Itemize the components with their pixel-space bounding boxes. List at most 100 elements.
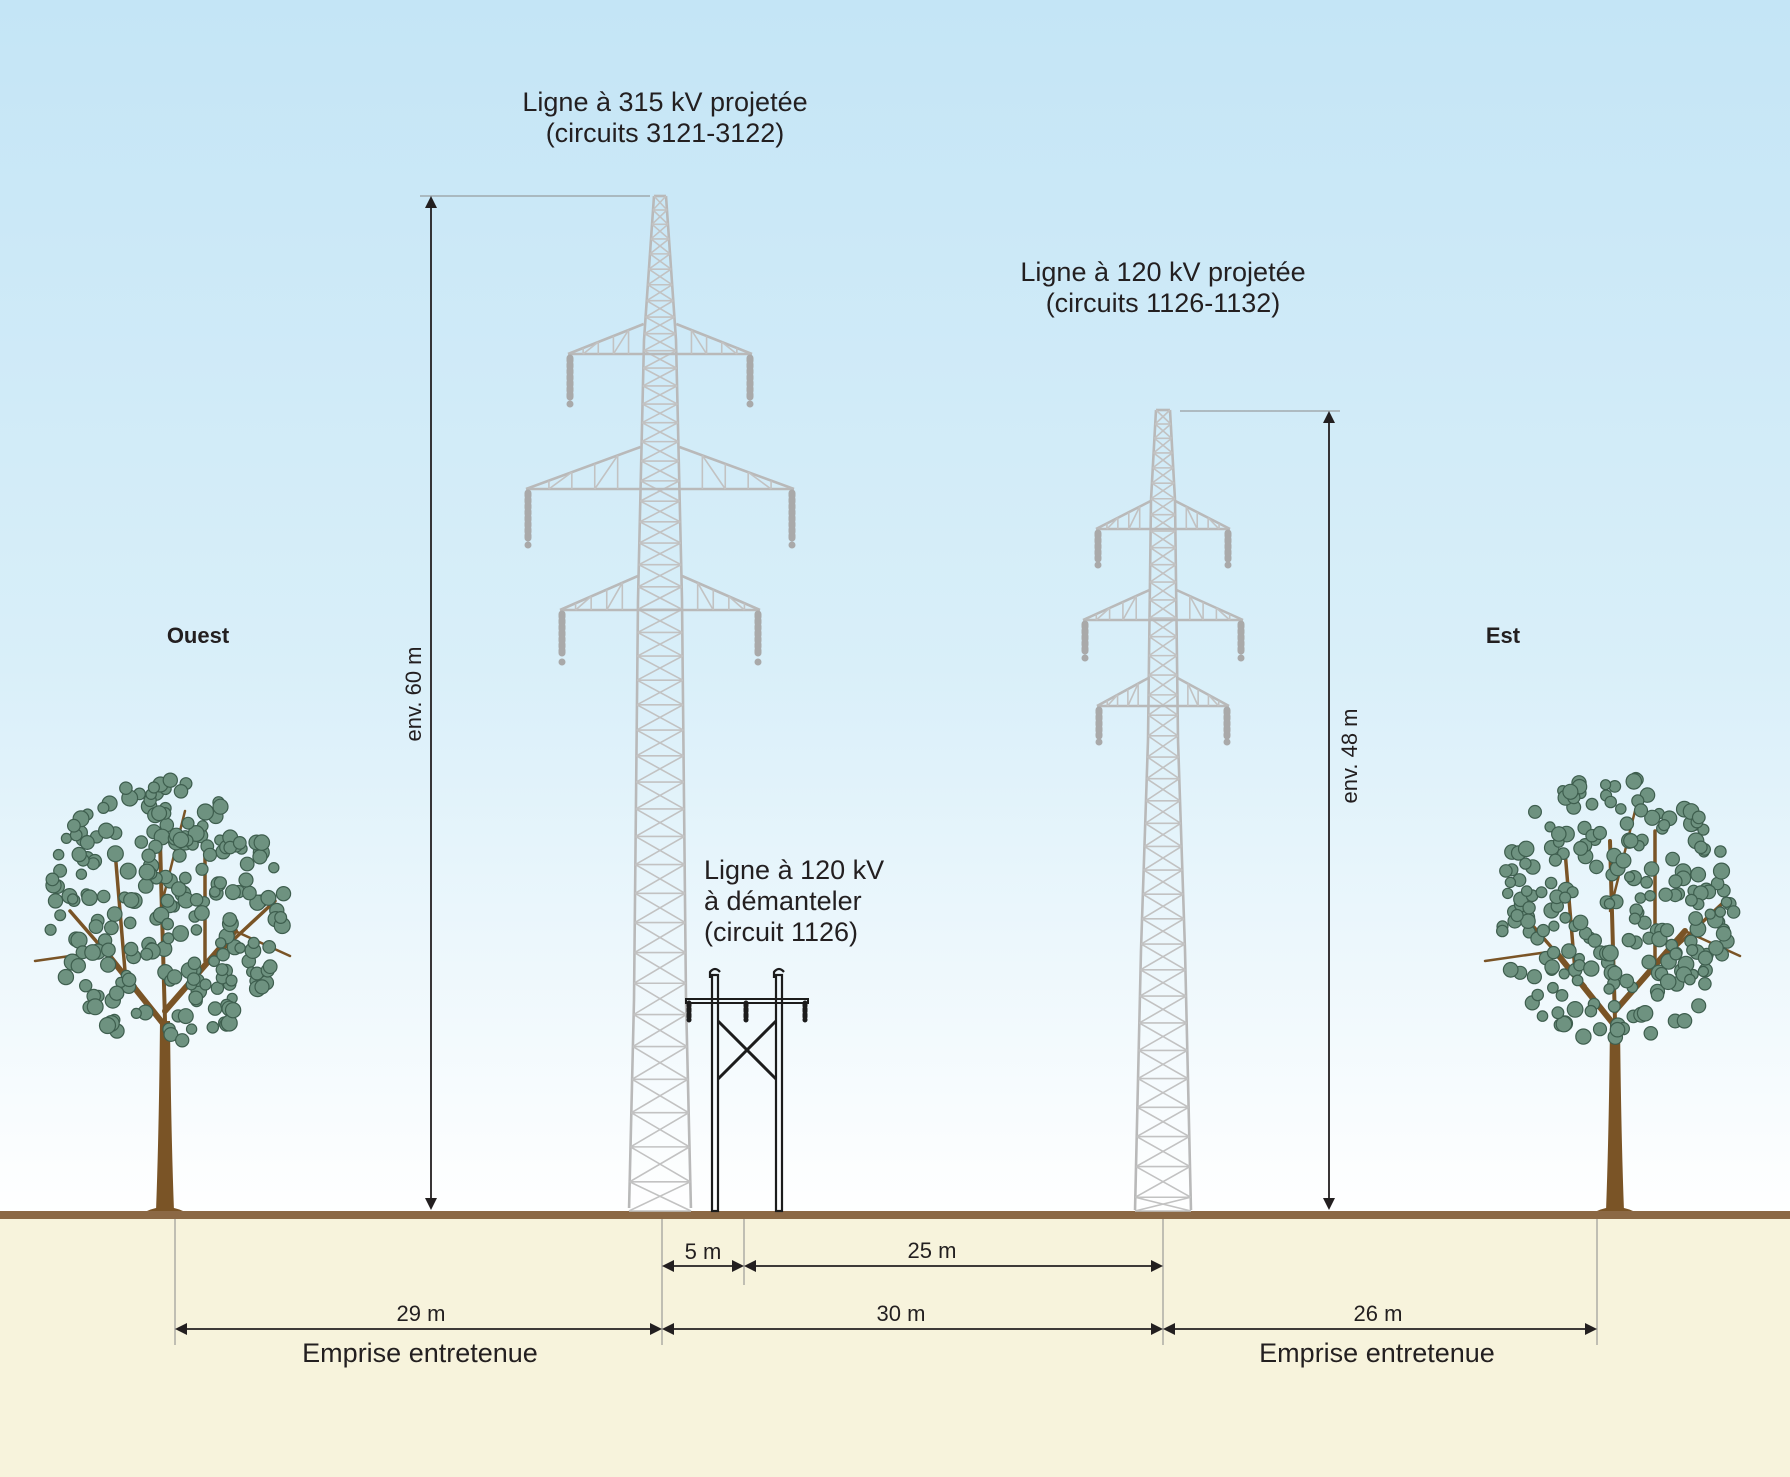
lattice-brace [1152,452,1173,469]
lattice-brace [1150,498,1176,516]
lattice-brace [635,781,685,810]
tree-leaf [53,863,68,878]
lattice-brace [1140,918,1185,945]
label-315kv-line1: Ligne à 315 kV projetée [522,87,807,117]
tree-leaf [185,1023,198,1035]
tree-leaf [1561,943,1577,959]
lattice-brace [1151,467,1174,484]
tree-leaf [1499,864,1513,878]
emprise-west-label: Emprise entretenue [302,1338,538,1368]
lattice-brace [1140,943,1186,971]
lattice-brace [638,521,681,544]
tree-leaf [1607,999,1621,1013]
insulator-clamp-icon [1223,738,1231,746]
lattice-brace [643,332,676,352]
lattice-brace [629,1146,690,1183]
lattice-brace [1154,409,1171,425]
lattice-brace [651,209,668,225]
arm-diagonal [747,471,772,490]
label-120kv-new-line2: (circuits 1126-1132) [1046,288,1281,318]
tree-leaf [193,905,210,921]
arm-diagonal [594,454,619,490]
tree-leaf [1684,893,1698,907]
lattice-brace [640,440,679,462]
tree-leaf [1551,826,1567,842]
tree-leaf [119,781,133,795]
tree-leaf [1623,833,1639,849]
lattice-brace [1143,845,1182,871]
tree-leaf [241,885,257,901]
tree-root [1597,1207,1633,1211]
tree-leaf [141,848,156,863]
cross-arm-top-right [1174,499,1231,531]
tower-120kv-old [685,967,809,1213]
tree-leaf [1551,1006,1565,1020]
distance-extension-lines [174,1219,1598,1345]
tree-leaf [1559,911,1572,924]
tree-leaf [188,990,204,1006]
lattice-brace [636,679,684,706]
tree-leaf [100,942,116,958]
lattice-brace [1148,674,1178,696]
tree-leaf [195,862,209,876]
lattice-brace [641,421,679,443]
tree-leaf [1712,862,1731,880]
tree-leaf [138,863,156,881]
tree-branch [233,929,292,958]
arm-diagonal [1095,607,1111,621]
lattice-brace [639,500,681,523]
tree-leaf [1676,1012,1693,1029]
tree-leaf [1496,924,1509,938]
lattice-brace [641,403,678,424]
tree-leaf [178,871,192,885]
lattice-brace [650,223,669,240]
tree-leaf [1650,988,1665,1002]
lattice-brace [1138,995,1187,1024]
tree-leaf [1686,943,1699,957]
tree-leaf [187,956,202,971]
sky [0,0,1790,1215]
tree-leaf [108,985,125,1001]
lattice-brace [1150,482,1175,500]
tree-leaf [181,816,195,830]
tree-leaf [1558,891,1572,904]
tree-leaf [260,889,277,906]
tree-leaf [234,942,246,954]
tree-leaf [1641,954,1657,970]
lattice-brace [645,300,674,318]
arm-diagonal [548,471,573,490]
pole-0 [710,973,720,1213]
tree-leaf [66,818,81,833]
tree-leaf [1604,795,1617,809]
tree-leaf [172,848,187,863]
tree-leaf [1510,908,1524,923]
tree-leaf [262,959,278,975]
lattice-brace [1136,1077,1189,1108]
insulator-clamp-icon [746,400,754,408]
lattice-brace [1139,969,1186,997]
insulator-clamp-icon [1081,654,1089,662]
lattice-brace [1146,735,1179,758]
tree-leaf [1644,809,1661,826]
tree-leaf [1609,1021,1626,1038]
tree-leaf [1519,857,1532,870]
arm-diagonal [1185,506,1198,530]
tree-leaf [254,979,270,995]
tree-leaf [103,920,119,936]
dimension-25m [744,1260,1163,1272]
dimension-5m [662,1260,744,1272]
tree-leaf [1592,825,1608,841]
dimension-30m [662,1323,1163,1335]
tree-leaf [1691,998,1707,1014]
tree-leaf [1634,892,1647,904]
lattice-brace [649,238,670,255]
tree-leaf [151,805,168,822]
tree-leaf [1691,810,1706,825]
arm-diagonal [1128,506,1141,530]
dimension-30m-label: 30 m [877,1301,926,1326]
tree-leaf [209,886,221,898]
tree-leaf [1636,1004,1654,1022]
lattice-brace [648,253,671,270]
arm-diagonal [1215,607,1231,621]
